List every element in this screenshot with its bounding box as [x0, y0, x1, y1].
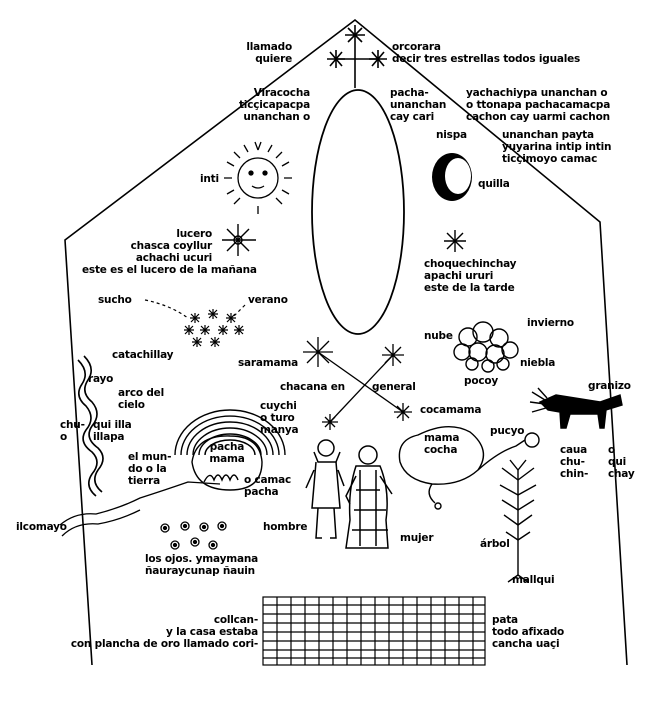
cloud-icon — [453, 321, 519, 373]
lake-icon — [398, 426, 540, 510]
label-cuychi: cuychi o turo manya — [260, 400, 299, 436]
evening-star-icon — [444, 230, 466, 252]
label-chuqui: chu- o — [60, 419, 85, 443]
label-inti: inti — [200, 173, 219, 185]
label-mundo: el mun- do o la tierra — [128, 451, 172, 487]
chakana-cross — [303, 337, 412, 430]
eyes-icon — [160, 521, 227, 550]
label-niebla: niebla — [520, 357, 556, 369]
label-general: general — [372, 381, 416, 393]
label-chacana: chacana en — [280, 381, 345, 393]
label-ilcomayo: ilcomayo — [16, 521, 67, 533]
label-pucyo: pucyo — [490, 425, 525, 437]
label-lucero-1: lucero chasca coyllur achachi ucuri este… — [82, 216, 257, 276]
label-ojos: los ojos. ymaymana ñauraycunap ñauin — [145, 553, 259, 577]
label-choquechinchay: choquechinchay apachi ururi este de la t… — [424, 258, 517, 294]
label-caua: caua chu- chin- — [560, 444, 589, 480]
label-yachachiypa: yachachiypa unanchan o o ttonapa pachaca… — [466, 87, 611, 123]
label-verano: verano — [248, 294, 288, 306]
label-sucho: sucho — [98, 294, 132, 306]
label-invierno: invierno — [527, 317, 574, 329]
pleiades-cluster-icon — [144, 299, 246, 347]
label-pocoy: pocoy — [464, 375, 499, 387]
label-lucero: lucero chasca coyllur achachi ucuri este… — [82, 228, 257, 276]
central-oval — [311, 89, 405, 335]
man-figure-icon — [305, 439, 345, 539]
label-orcorara: orcorara decir tres estrellas todos igua… — [392, 41, 581, 65]
label-mallqui: mallqui — [512, 574, 555, 586]
label-llamado: llamado quiere — [246, 41, 292, 65]
rainbow-icon — [174, 409, 286, 456]
morning-star-icon — [222, 224, 256, 256]
label-mujer: mujer — [400, 532, 434, 544]
label-pacha-unanchan: pacha- unanchan cay cari — [390, 87, 447, 123]
label-granizo: granizo — [588, 380, 631, 392]
label-unanchan-payta: unanchan payta yuyarina intip intin ticç… — [502, 129, 612, 165]
label-saramama: saramama — [238, 357, 299, 369]
gold-wall-grid — [262, 596, 486, 666]
label-catachillay: catachillay — [112, 349, 174, 361]
hail-feline-icon — [529, 387, 623, 429]
sun-icon — [224, 141, 292, 214]
label-collcan: collcan- y la casa estaba con plancha de… — [70, 614, 258, 650]
house-outline — [64, 18, 628, 666]
label-camac: o camac pacha — [244, 474, 292, 498]
label-arco: arco del cielo — [118, 387, 164, 411]
moon-icon — [432, 153, 472, 201]
label-hombre: hombre — [263, 521, 308, 533]
label-nispa: nispa — [436, 129, 467, 141]
river-icon — [59, 481, 221, 537]
label-viracocha: Viracocha ticçicapacpa unanchan o — [238, 87, 310, 123]
tree-icon — [499, 459, 537, 583]
label-cocamama: cocamama — [420, 404, 482, 416]
label-nube: nube — [424, 330, 453, 342]
label-pachamama: pacha mama — [209, 441, 245, 465]
label-o-qui-chay: o qui chay — [608, 444, 635, 480]
label-qui-illa: qui illa illapa — [93, 419, 132, 443]
label-mamacocha: mama cocha — [424, 432, 460, 456]
label-pata: pata todo afixado cancha uaçi — [492, 614, 565, 650]
label-quilla: quilla — [478, 178, 510, 190]
earth-icon — [191, 435, 263, 491]
label-arbol: árbol — [480, 538, 510, 550]
label-rayo: rayo — [88, 373, 114, 385]
woman-figure-icon — [345, 445, 393, 549]
lightning-icon — [77, 355, 104, 497]
orcorara-stars-icon — [327, 25, 387, 88]
